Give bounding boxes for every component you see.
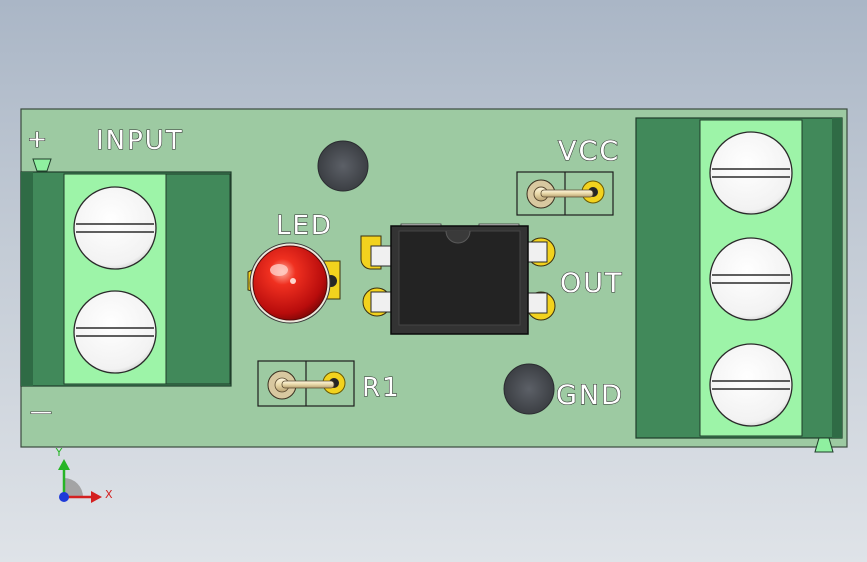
terminal-screw-1[interactable] [73,186,157,270]
terminal-screw-2[interactable] [73,290,157,374]
pin1-marker-icon [814,437,834,453]
triad-axis-icon[interactable]: Y X [55,446,113,503]
out-label: OUT [560,268,624,299]
vcc-label: VCC [558,136,620,167]
mounting-hole-top [317,140,369,192]
r1-label: R1 [362,373,401,403]
vcc-resistor-footprint[interactable] [516,171,614,216]
axis-x-label: X [105,488,113,501]
r1-resistor-footprint[interactable] [257,360,355,407]
terminal-screw-3[interactable] [709,131,793,215]
input-minus-label: — [30,400,54,425]
input-label: INPUT [96,126,184,156]
input-plus-label: + [27,125,49,153]
output-terminal-block[interactable] [635,117,843,453]
axis-y-label: Y [55,446,63,459]
pin1-marker-icon [32,158,52,172]
gnd-label: GND [556,380,624,411]
led-component[interactable] [247,242,341,324]
mounting-hole-bottom [503,363,555,415]
ic-chip-dip4[interactable] [360,223,556,335]
input-terminal-block[interactable] [20,158,232,387]
terminal-screw-5[interactable] [709,343,793,427]
terminal-screw-4[interactable] [709,237,793,321]
led-label: LED [276,211,333,241]
